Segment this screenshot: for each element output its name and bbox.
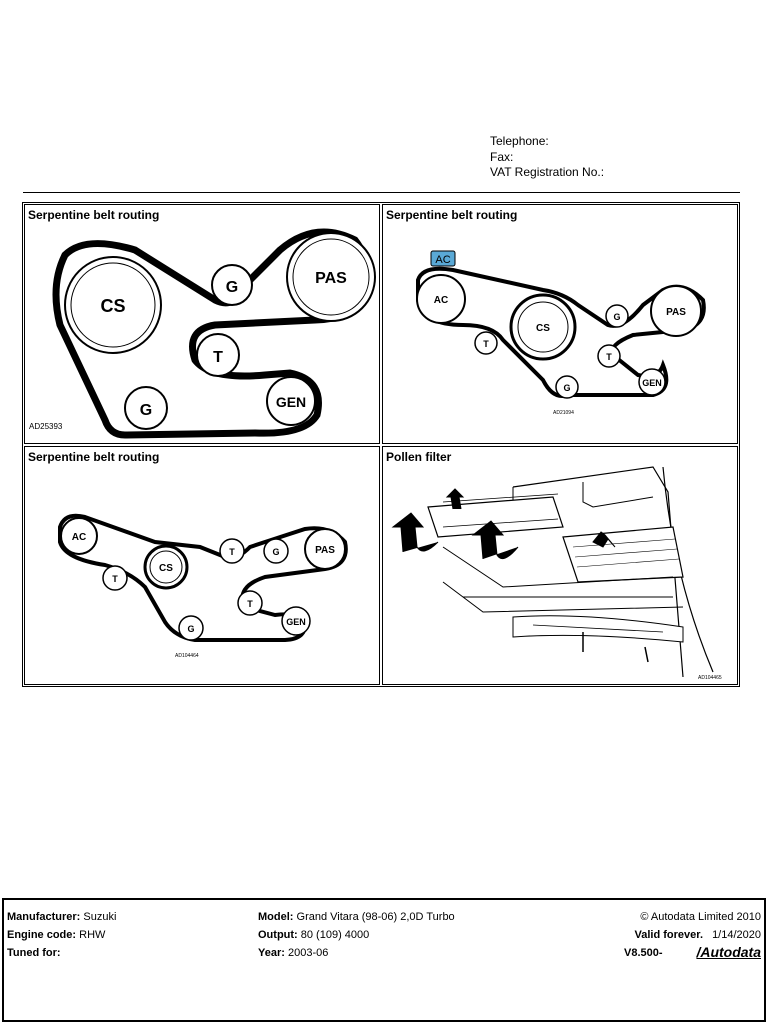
model-value: Grand Vitara (98-06) 2,0D Turbo (296, 911, 455, 923)
ac-badge-label: AC (435, 254, 450, 266)
diagram-code: AD104464 (175, 653, 199, 659)
pulley-label: GEN (642, 378, 662, 388)
pulley-label: G (187, 624, 194, 634)
diagram-code: AD21094 (553, 410, 574, 416)
belt-routing-panel-2: AC AC T CS G PAS T G GEN AD21094 Serpent… (382, 204, 738, 444)
panel-title: Serpentine belt routing (28, 208, 160, 222)
valid-label: Valid forever. (634, 929, 703, 941)
vehicle-info-footer: Manufacturer: Suzuki Engine code: RHW Tu… (2, 898, 766, 1022)
pulley-label: G (140, 402, 152, 419)
pulley-label: T (213, 349, 223, 366)
pulley-label: G (563, 383, 570, 393)
pulley-label: T (247, 599, 253, 609)
pollen-filter-diagram: AD104465 (391, 466, 722, 681)
output-row: Output: 80 (109) 4000 (258, 929, 369, 941)
pulley-label: G (272, 547, 279, 557)
pulley-label: T (229, 547, 235, 557)
engine-label: Engine code: (7, 929, 77, 941)
year-value: 2003-06 (287, 947, 329, 959)
manufacturer-label: Manufacturer: (7, 911, 81, 923)
year-label: Year: (258, 947, 285, 959)
belt-routing-panel-1: CS G PAS T G GEN AD25393 Serpentine belt… (24, 204, 380, 444)
engine-value: RHW (79, 929, 106, 941)
manufacturer-value: Suzuki (83, 911, 117, 923)
model-label: Model: (258, 911, 294, 923)
manufacturer-row: Manufacturer: Suzuki (7, 911, 116, 923)
diagram-code: AD104465 (698, 675, 722, 681)
contact-block: Telephone: Fax: VAT Registration No.: (490, 134, 604, 181)
valid-date: 1/14/2020 (712, 929, 761, 941)
pulley-label: PAS (666, 307, 686, 318)
pulley-label: G (613, 312, 620, 322)
pulley-label: AC (72, 532, 86, 543)
pulley-label: CS (100, 296, 125, 316)
pulley-label: CS (159, 563, 173, 574)
ac-badge (430, 250, 456, 267)
validity-row: Valid forever. 1/14/2020 (635, 929, 761, 941)
engine-row: Engine code: RHW (7, 929, 105, 941)
panel-title: Serpentine belt routing (386, 208, 518, 222)
tuned-row: Tuned for: (7, 947, 61, 959)
model-row: Model: Grand Vitara (98-06) 2,0D Turbo (258, 911, 455, 923)
diagram-grid (22, 202, 740, 687)
autodata-logo: /Autodata (696, 944, 761, 960)
pulley-label: T (112, 574, 118, 584)
pulley-label: PAS (315, 545, 335, 556)
pollen-filter-panel: AD104465 Pollen filter (382, 446, 738, 685)
fax-label: Fax: (490, 149, 514, 164)
output-value: 80 (109) 4000 (300, 929, 370, 941)
belt-diagram-2: AC AC T CS G PAS T G GEN AD21094 (416, 250, 706, 416)
panel-title: Pollen filter (386, 450, 452, 464)
belt-diagram-3: AC T CS T G PAS T G GEN AD104464 (58, 513, 348, 659)
vat-label: VAT Registration No.: (490, 165, 605, 179)
header-divider (23, 192, 740, 193)
year-row: Year: 2003-06 (258, 947, 328, 959)
version: V8.500- (624, 947, 663, 959)
pulley-label: AC (434, 295, 448, 306)
panel-title: Serpentine belt routing (28, 450, 160, 464)
pulley-label: T (606, 352, 612, 362)
pulley-label: G (226, 279, 238, 296)
copyright: © Autodata Limited 2010 (640, 911, 761, 923)
belt-routing-panel-3: AC T CS T G PAS T G GEN AD104464 Serpent… (24, 446, 380, 685)
diagram-code: AD25393 (29, 422, 63, 431)
tuned-label: Tuned for: (7, 947, 61, 959)
output-label: Output: (258, 929, 298, 941)
pulley-label: CS (536, 323, 550, 334)
pulley-label: PAS (315, 270, 347, 287)
pulley-label: GEN (286, 617, 306, 627)
pulley-label: T (483, 339, 489, 349)
pulley-label: GEN (276, 394, 306, 410)
telephone-label: Telephone: (490, 134, 549, 148)
belt-diagram-1: CS G PAS T G GEN AD25393 (29, 228, 376, 439)
